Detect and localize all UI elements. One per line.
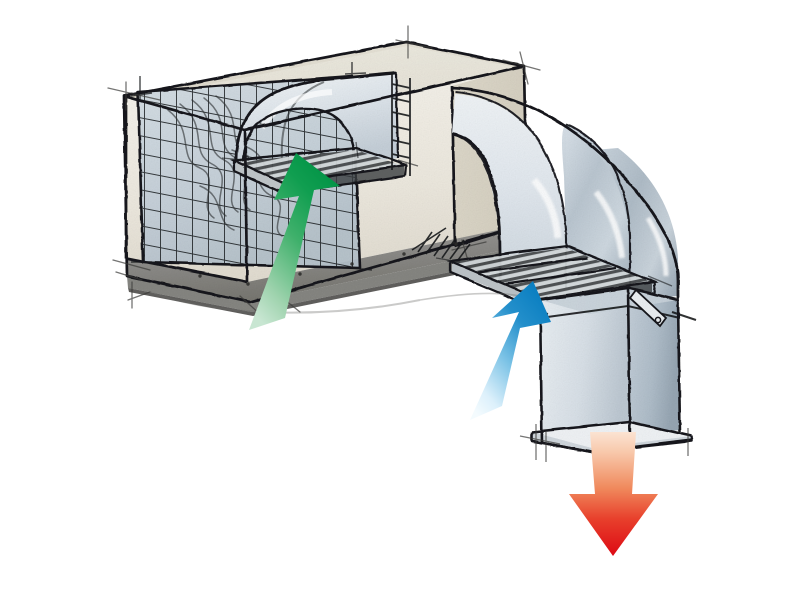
elbow-outline <box>451 86 680 300</box>
construction-lines <box>107 25 541 317</box>
arrow-discharge-air <box>569 432 658 556</box>
return-grille-cheek <box>236 162 283 192</box>
casing-side-rail <box>391 72 411 176</box>
supply-grille-ticks <box>435 257 673 287</box>
vertical-duct-collar <box>540 288 678 314</box>
cowl-outline <box>234 71 400 165</box>
elbow-segment-3 <box>594 148 679 300</box>
base-plate-band <box>126 224 527 302</box>
filter-panel-frame <box>136 74 362 270</box>
supply-grille-louvers <box>452 248 652 298</box>
cowl-highlight <box>259 89 333 130</box>
arrow-return-air <box>249 153 340 330</box>
casing-corner-hatch <box>411 227 471 261</box>
vertical-duct <box>519 286 697 462</box>
inner-cowl <box>234 71 400 165</box>
cowl-body <box>236 74 398 164</box>
cowl-rib <box>280 81 325 161</box>
elbow-highlights <box>531 177 669 277</box>
vertical-duct-flange-edge <box>532 432 692 452</box>
elbow-segment-1 <box>452 94 566 292</box>
return-grille <box>221 141 419 195</box>
vertical-duct-front <box>540 288 630 444</box>
return-grille-ticks <box>221 141 419 167</box>
vertical-duct-construction <box>519 424 689 462</box>
arrow-supply-air <box>470 281 551 420</box>
latch <box>628 288 668 328</box>
elbow-duct <box>451 86 680 300</box>
return-grille-louvers <box>236 150 404 182</box>
elbow-segment-2b <box>566 124 630 284</box>
vertical-duct-side <box>628 288 680 436</box>
